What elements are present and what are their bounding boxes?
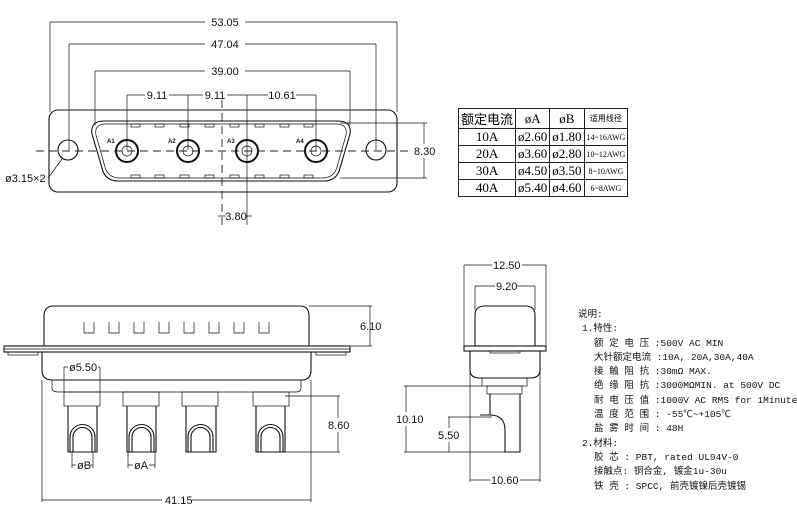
header-dia-b: øB <box>549 108 585 129</box>
cell: ø3.60 <box>515 145 551 163</box>
cell: ø1.80 <box>549 128 585 146</box>
table-header: 额定电流 øA øB 适用线径 <box>457 108 629 129</box>
prop-salt-spray: 盐 雾 时 间 : 48H <box>594 423 684 435</box>
cell: 6~8AWG <box>583 179 629 197</box>
cell: ø4.60 <box>549 179 585 197</box>
dim-depth: 10.60 <box>491 475 519 487</box>
dim-width-overall: 41.15 <box>165 495 193 507</box>
cell: 20A <box>457 145 517 163</box>
dim-pitch-2: 9.11 <box>205 90 226 102</box>
dim-tail-length: 8.60 <box>328 420 349 432</box>
prop-withstand-voltage: 耐 电 压 值 :1000V AC RMS for 1Minute <box>594 394 797 406</box>
dim-pin-dia: ø5.50 <box>69 362 97 374</box>
header-rated-current: 额定电流 <box>457 108 517 129</box>
dim-shell-inner: 9.20 <box>496 281 517 293</box>
material-shell: 铁 壳 : SPCC, 前壳镀镍后壳镀锡 <box>594 480 747 492</box>
cell: 14~16AWG <box>583 128 629 146</box>
notes-panel: 说明: 1.特性: 额 定 电 压 :500V AC MIN 大针额定电流 :1… <box>578 308 797 494</box>
pin-a3: A3 <box>227 139 259 163</box>
dim-height: 10.10 <box>396 414 424 426</box>
pin-a4: A4 <box>296 139 328 163</box>
dim-pitch-1: 9.11 <box>147 90 168 102</box>
end-view: 12.50 9.20 10.10 5.50 10.60 <box>396 258 547 487</box>
cell: 8~10AWG <box>583 162 629 180</box>
side-view: 6.10 ø5.50 8.60 øB øA <box>3 305 381 507</box>
mount-hole-right <box>365 139 387 161</box>
dim-shell-depth: 6.10 <box>360 321 381 333</box>
cell: ø4.50 <box>515 162 551 180</box>
svg-text:A2: A2 <box>168 139 176 145</box>
header-wire-gauge: 适用线径 <box>583 108 629 129</box>
dim-mount-spacing: 47.04 <box>211 39 239 51</box>
dim-flange-width: 12.50 <box>493 260 521 272</box>
dim-dia-a: øA <box>134 460 149 472</box>
dim-shell-width: 39.00 <box>211 66 239 78</box>
pin-a2: A2 <box>168 139 200 163</box>
dim-mount-hole: ø3.15×2 <box>5 173 46 185</box>
section-properties: 1.特性: <box>582 323 619 335</box>
dim-shell-height: 8.30 <box>414 146 435 158</box>
technical-drawing: 53.05 47.04 39.00 9.11 9.11 10.61 <box>3 14 547 507</box>
cell: ø5.40 <box>515 179 551 197</box>
dim-bend: 5.50 <box>438 430 459 442</box>
cell: 40A <box>457 179 517 197</box>
cell: 10~12AWG <box>583 145 629 163</box>
terminals <box>67 406 286 453</box>
svg-text:A4: A4 <box>296 139 304 145</box>
prop-temperature-range: 温 度 范 围 : -55℃~+105℃ <box>594 409 731 421</box>
prop-rated-voltage: 额 定 电 压 :500V AC MIN <box>594 337 724 349</box>
svg-text:A1: A1 <box>107 139 115 145</box>
prop-rated-current: 大针额定电流 :10A, 20A,30A,40A <box>594 351 754 363</box>
prop-contact-resistance: 接 触 阻 抗 :30mΩ MAX. <box>594 366 712 378</box>
prop-insulation-resistance: 绝 缘 阻 抗 :3000MΩMIN. at 500V DC <box>594 380 781 392</box>
cell: ø2.60 <box>515 128 551 146</box>
svg-text:A3: A3 <box>227 139 235 145</box>
section-materials: 2.材料: <box>582 437 619 449</box>
cell: ø3.50 <box>549 162 585 180</box>
cell: 30A <box>457 162 517 180</box>
dim-overall-width: 53.05 <box>211 17 239 29</box>
notes-title: 说明: <box>578 309 603 320</box>
front-view: 53.05 47.04 39.00 9.11 9.11 10.61 <box>5 14 438 225</box>
material-contact: 接触点: 铜合金, 镀金1u-30u <box>594 466 728 478</box>
dim-pitch-3: 10.61 <box>268 90 296 102</box>
header-dia-a: øA <box>515 108 551 129</box>
dim-center-offset: 3.80 <box>225 211 246 223</box>
cell: 10A <box>457 128 517 146</box>
cell: ø2.80 <box>549 145 585 163</box>
mount-hole-left <box>57 139 79 161</box>
material-insulator: 胶 芯 : PBT, rated UL94V-0 <box>594 451 739 463</box>
dim-dia-b: øB <box>77 460 91 472</box>
pin-a1: A1 <box>107 139 139 163</box>
